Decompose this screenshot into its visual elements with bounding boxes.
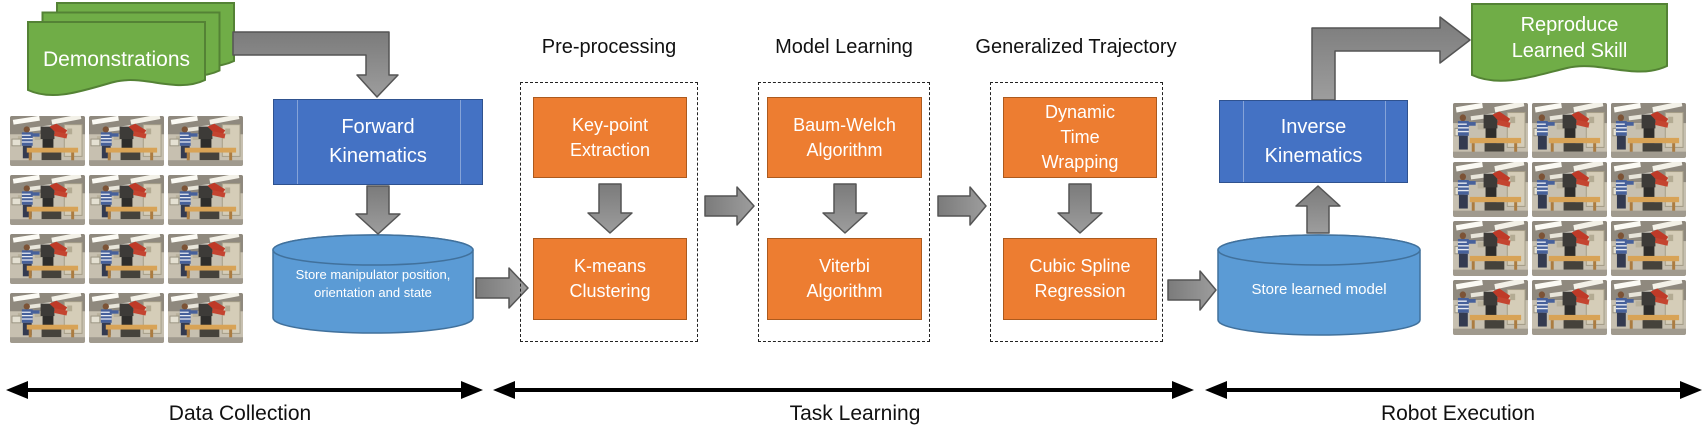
model-learning-title: Model Learning: [775, 36, 913, 58]
demo-photo: [89, 175, 164, 225]
viterbi-box: Viterbi Algorithm: [767, 238, 922, 320]
demo-photo: [1453, 280, 1528, 335]
demo-photo: [1532, 221, 1607, 276]
demonstrations-doc-stack: [27, 2, 235, 97]
arrow-preprocessing-to-modellearning: [704, 186, 755, 226]
keypoint-extraction-box: Key-point Extraction: [533, 97, 687, 178]
baum-welch-box: Baum-Welch Algorithm: [767, 97, 922, 178]
demo-photo: [10, 116, 85, 166]
store-manipulator-label: Store manipulator position, orientation …: [295, 267, 451, 300]
store-manipulator-cylinder: [272, 234, 474, 334]
demo-photo: [89, 234, 164, 284]
demo-photo: [168, 175, 243, 225]
demo-photo: [89, 293, 164, 343]
demonstration-photos-grid: [10, 116, 243, 343]
data-collection-label: Data Collection: [168, 402, 312, 425]
arrow-keypoint-to-kmeans: [587, 183, 633, 234]
preprocessing-title: Pre-processing: [541, 36, 677, 58]
demo-photo: [89, 116, 164, 166]
robot-execution-arrow: [1205, 381, 1702, 399]
store-model-cylinder: [1217, 234, 1421, 336]
store-model-label: Store learned model: [1251, 281, 1387, 298]
demo-photo: [168, 293, 243, 343]
demo-photo: [168, 116, 243, 166]
demo-photo: [1611, 280, 1686, 335]
arrow-modellearning-to-trajectory: [937, 186, 987, 226]
demo-photo: [168, 234, 243, 284]
model-learning-group: [758, 82, 930, 342]
arrow-trajectory-to-storemodel: [1167, 270, 1217, 311]
reproduce-label: Reproduce Learned Skill: [1511, 14, 1628, 62]
cubic-spline-box: Cubic Spline Regression: [1003, 238, 1157, 320]
arrow-baumwelch-to-viterbi: [822, 183, 868, 234]
task-learning-arrow: [493, 381, 1194, 399]
forward-kinematics-box: Forward Kinematics: [273, 99, 483, 185]
arrow-store-to-preprocessing: [475, 267, 529, 309]
reproduce-doc-shape: [1471, 3, 1668, 82]
execution-photos-grid: [1453, 103, 1686, 335]
demo-photo: [1453, 221, 1528, 276]
demo-photo: [1532, 103, 1607, 158]
kmeans-clustering-box: K-means Clustering: [533, 238, 687, 320]
arrow-dtw-to-cubicspline: [1057, 183, 1103, 234]
generalized-trajectory-title: Generalized Trajectory: [975, 36, 1177, 58]
demo-photo: [1611, 221, 1686, 276]
arrow-demos-to-forward-kinematics: [232, 31, 399, 98]
doc-page-front: [27, 21, 206, 97]
inverse-kinematics-box: Inverse Kinematics: [1219, 100, 1408, 183]
demonstrations-label: Demonstrations: [42, 48, 191, 71]
demo-photo: [1532, 280, 1607, 335]
arrow-forward-kinematics-to-store: [355, 185, 401, 235]
phase-arrows: [6, 381, 1702, 399]
demo-photo: [1532, 162, 1607, 217]
arrow-inverse-kinematics-to-reproduce: [1311, 16, 1471, 101]
demo-photo: [10, 175, 85, 225]
demo-photo: [1453, 162, 1528, 217]
robot-execution-label: Robot Execution: [1380, 402, 1536, 425]
demo-photo: [1611, 103, 1686, 158]
dynamic-time-wrapping-box: Dynamic Time Wrapping: [1003, 97, 1157, 178]
task-learning-label: Task Learning: [789, 402, 921, 425]
demo-photo: [10, 234, 85, 284]
preprocessing-group: [520, 82, 698, 342]
demo-photo: [10, 293, 85, 343]
arrow-storemodel-to-inverse-kinematics: [1295, 185, 1341, 234]
demo-photo: [1453, 103, 1528, 158]
generalized-trajectory-group: [990, 82, 1163, 342]
demo-photo: [1611, 162, 1686, 217]
data-collection-arrow: [6, 381, 483, 399]
